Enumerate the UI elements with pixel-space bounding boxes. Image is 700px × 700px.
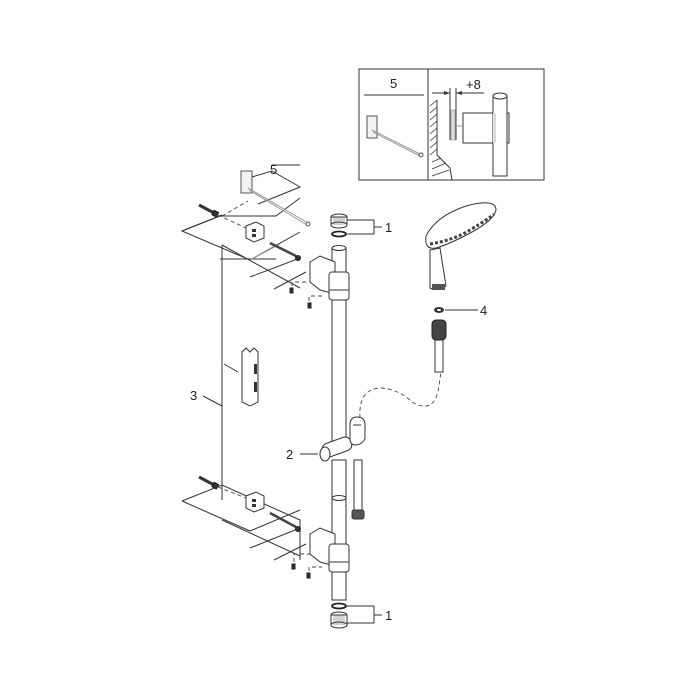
lower-rail-bracket — [309, 527, 350, 573]
hand-shower: 4 — [425, 202, 497, 341]
upper-anchor-block — [245, 221, 265, 243]
part-5-wall-plate: 5 — [221, 162, 311, 227]
inset-dimension: +8 — [432, 77, 484, 141]
shower-hose — [351, 337, 444, 520]
inset-rail-bracket — [456, 92, 510, 177]
upper-rail-bracket — [309, 255, 350, 301]
part-3-clip-and-rail-spacer: 3 — [190, 347, 259, 407]
shower-rail: 1 2 — [286, 213, 392, 629]
callout-1-bottom: 1 — [385, 608, 392, 623]
dimension-label: +8 — [466, 77, 481, 92]
inset-wall-section — [429, 99, 453, 181]
inset-detail: 5 — [358, 68, 545, 181]
inset-bracket-icon — [366, 115, 424, 158]
part-1-top-end-cap — [330, 213, 348, 238]
callout-3: 3 — [190, 388, 197, 403]
callout-4: 4 — [480, 303, 487, 318]
inset-header-label: 5 — [390, 76, 397, 91]
lower-anchor-block — [245, 491, 265, 513]
part-1-bottom-end-cap — [330, 602, 348, 629]
lower-fixing-kit — [198, 475, 322, 579]
callout-2: 2 — [286, 447, 293, 462]
wall-plane-lines — [180, 197, 307, 561]
upper-fixing-kit — [198, 203, 322, 309]
part-2-slider — [319, 416, 366, 462]
callout-1-top: 1 — [385, 220, 392, 235]
callout-5: 5 — [270, 162, 277, 177]
